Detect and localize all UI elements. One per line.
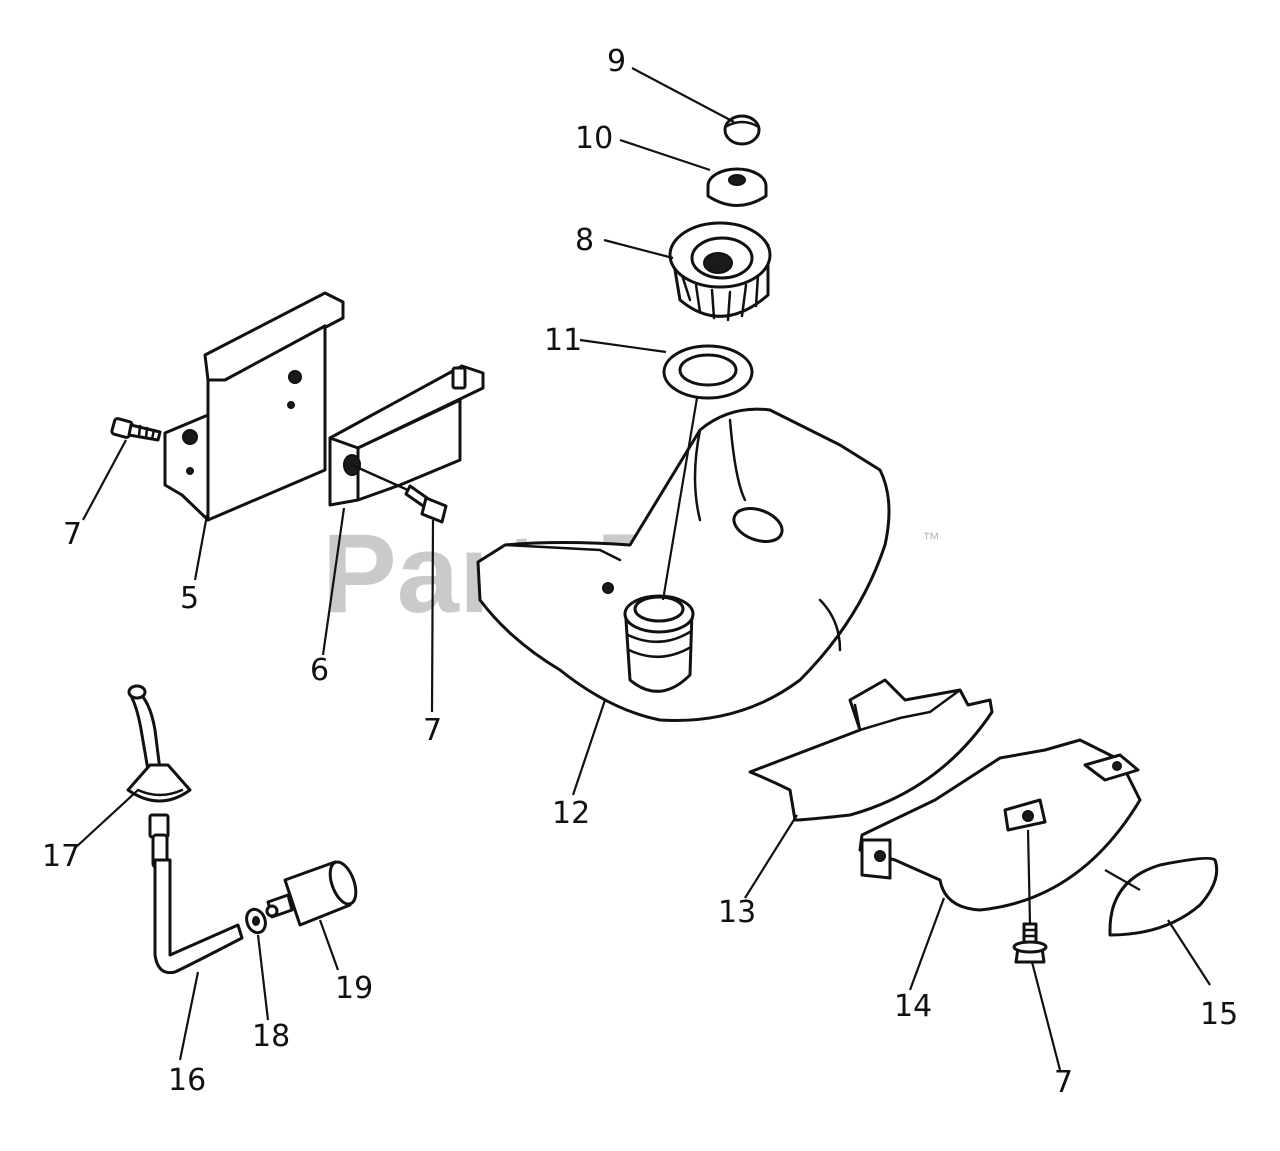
part-8-fuel-cap — [668, 221, 772, 322]
part-14-shield — [858, 738, 1142, 912]
part-6-bracket — [328, 364, 485, 507]
part-5-bracket — [163, 291, 345, 522]
part-7-bolt-right — [1012, 922, 1048, 964]
part-12-fuel-tank — [476, 407, 891, 722]
callout-16: 16 — [168, 1063, 206, 1098]
callout-12: 12 — [552, 796, 590, 831]
callout-14: 14 — [894, 989, 932, 1024]
callout-11: 11 — [544, 323, 582, 358]
part-7-bolt-left — [110, 417, 162, 442]
part-15-plate — [1108, 856, 1219, 937]
part-13-shield — [748, 678, 994, 822]
assembly-line-cap-to-tank — [661, 397, 699, 601]
part-10-grommet — [706, 167, 768, 207]
callout-18: 18 — [252, 1019, 290, 1054]
callout-10: 10 — [575, 121, 613, 156]
callout-7-middle: 7 — [423, 713, 442, 748]
part-17-fuel-fitting — [126, 684, 192, 869]
part-16-fuel-line — [153, 858, 244, 975]
watermark-trademark: ™ — [922, 529, 940, 549]
part-7-bolt-middle — [404, 484, 448, 524]
callout-7-right: 7 — [1054, 1065, 1073, 1100]
part-9-cap-plug — [723, 114, 761, 146]
callout-7-left: 7 — [63, 517, 82, 552]
part-19-filter — [265, 860, 358, 927]
callout-13: 13 — [718, 895, 756, 930]
callout-6: 6 — [310, 653, 329, 688]
callout-8: 8 — [575, 223, 594, 258]
part-11-gasket — [662, 344, 754, 400]
part-18-washer — [245, 907, 267, 935]
callout-15: 15 — [1200, 997, 1238, 1032]
callout-17: 17 — [42, 839, 80, 874]
callout-9: 9 — [607, 44, 626, 79]
leader-lines — [74, 67, 1211, 1071]
callout-5: 5 — [180, 581, 199, 616]
callout-19: 19 — [335, 971, 373, 1006]
callout-labels: 9 10 8 11 7 5 6 7 12 17 16 18 19 13 14 1… — [42, 44, 1238, 1100]
